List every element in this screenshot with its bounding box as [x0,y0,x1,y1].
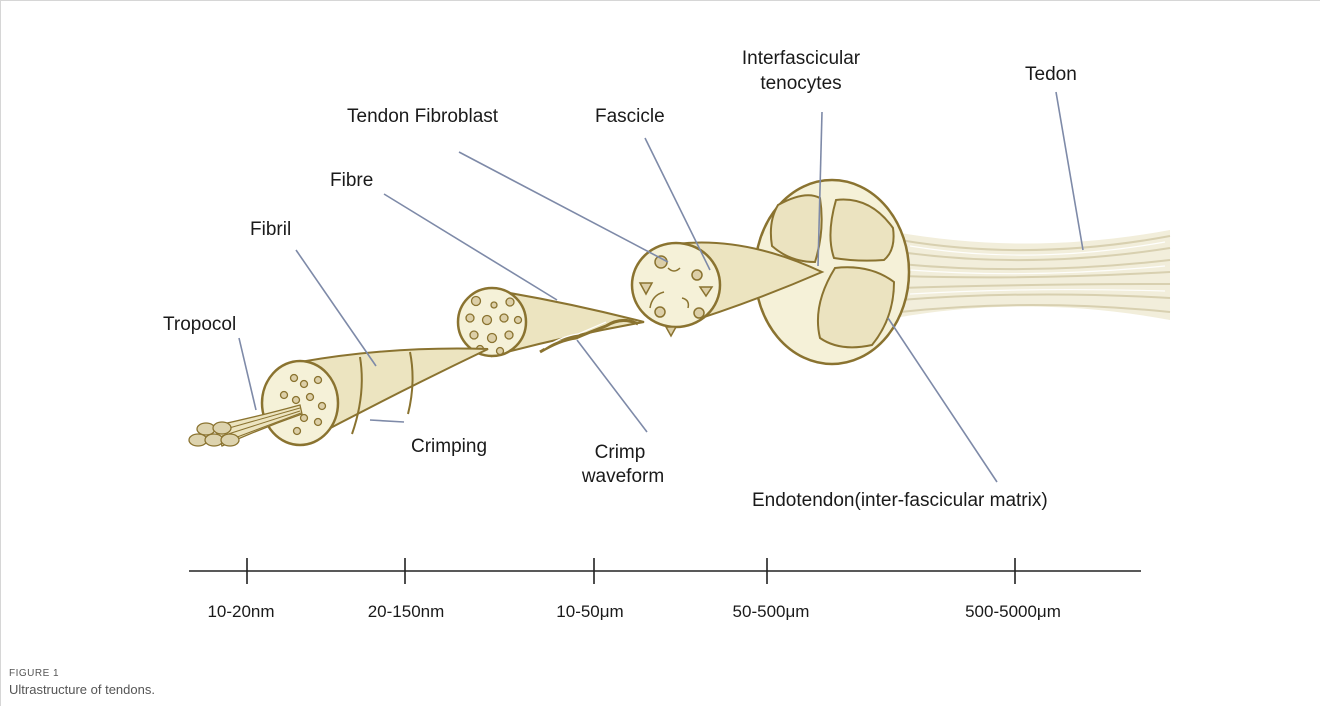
leader-tropocol [239,338,256,410]
label-fascicle: Fascicle [595,106,665,127]
leader-crimp-waveform [577,340,647,432]
fibril [262,349,488,445]
scale-tick-label: 10-20nm [207,602,274,621]
label-crimp-line1: Crimp [595,442,646,463]
leader-crimping [370,420,404,422]
scale-tick-label: 500-5000μm [965,602,1061,621]
label-endotendon: Endotendon(inter-fascicular matrix) [752,490,1048,511]
label-interfascicular-line2: tenocytes [760,73,841,94]
label-fibril: Fibril [250,219,291,240]
leader-tedon [1056,92,1083,250]
leader-endotendon [888,318,997,482]
label-tropocol: Tropocol [163,314,236,335]
tendon-fibres [895,230,1170,320]
label-crimp-line2: waveform [581,466,664,487]
scale-tick-label: 20-150nm [368,602,445,621]
fibre [458,288,644,356]
figure-caption-text: Ultrastructure of tendons. [9,682,155,697]
leader-tendon-fibroblast [459,152,668,262]
label-tedon: Tedon [1025,64,1077,85]
figure-caption: FIGURE 1 Ultrastructure of tendons. [9,668,155,697]
scale-tick-label: 10-50μm [556,602,623,621]
label-interfascicular-line1: Interfascicular [742,48,861,69]
label-tendon-fibroblast: Tendon Fibroblast [347,106,499,127]
scale-axis: 10-20nm 20-150nm 10-50μm 50-500μm 500-50… [189,558,1141,621]
scale-tick-label: 50-500μm [733,602,810,621]
leader-fibre [384,194,557,300]
label-fibre: Fibre [330,170,373,191]
leader-fibril [296,250,376,366]
label-crimping: Crimping [411,436,487,457]
figure-number: FIGURE 1 [9,668,155,679]
